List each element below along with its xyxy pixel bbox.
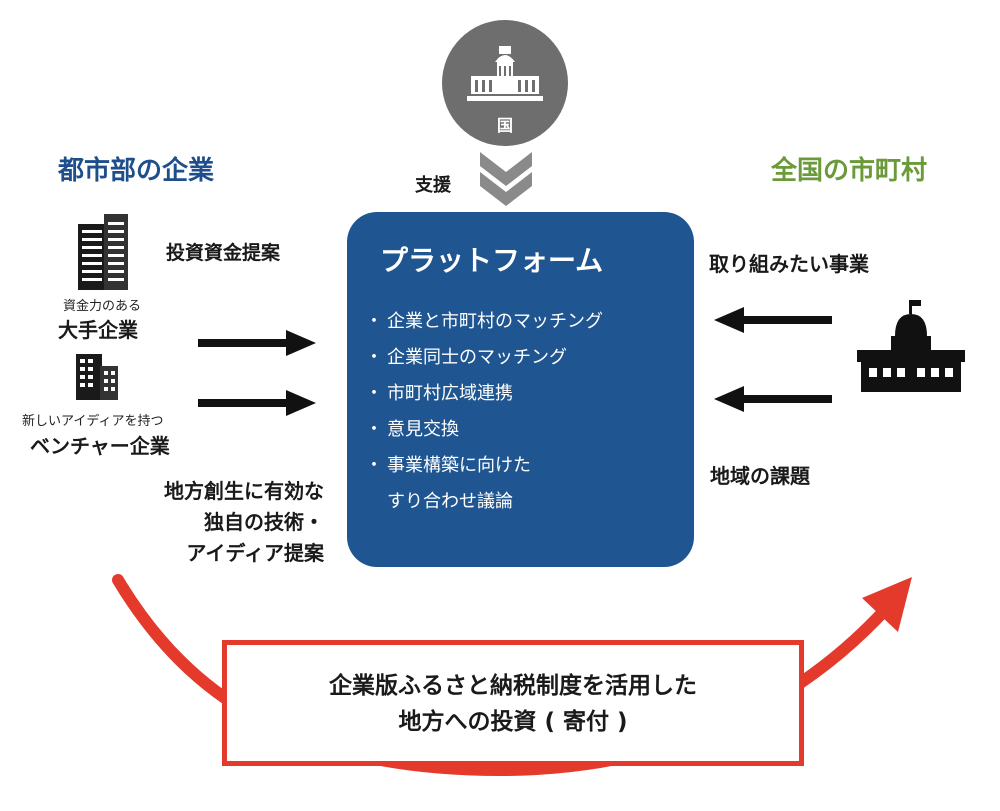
large-company-caption: 資金力のある [63, 299, 142, 314]
urban-companies-title: 都市部の企業 [58, 156, 215, 186]
platform-item-continuation: すり合わせ議論 [387, 491, 513, 512]
hometown-tax-box: 企業版ふるさと納税制度を活用した 地方への投資 ( 寄付 ) [222, 640, 804, 766]
large-company-name: 大手企業 [58, 318, 138, 342]
arrow-right-icon [198, 330, 316, 356]
platform-item: 市町村広域連携 [365, 376, 603, 412]
venture-name: ベンチャー企業 [30, 434, 170, 458]
platform-item-text: 事業構築に向けた [387, 455, 531, 476]
hometown-tax-line: 企業版ふるさと納税制度を活用した [329, 673, 697, 699]
government-badge: 国 [442, 20, 568, 146]
platform-item: 企業同士のマッチング [365, 340, 603, 376]
investment-proposal-label: 投資資金提案 [166, 242, 281, 264]
venture-caption: 新しいアイディアを持つ [22, 414, 164, 429]
platform-item: 意見交換 [365, 412, 603, 448]
city-hall-icon [857, 300, 965, 392]
arrow-right-icon [198, 390, 316, 416]
platform-item: 企業と市町村のマッチング [365, 304, 603, 340]
municipalities-title: 全国の市町村 [771, 156, 928, 186]
large-office-building-icon [78, 214, 128, 290]
support-chevron-icon [480, 152, 532, 206]
tech-line: アイディア提案 [186, 541, 324, 565]
arrow-left-icon [714, 386, 832, 412]
desired-project-label: 取り組みたい事業 [709, 252, 869, 276]
platform-title: プラットフォーム [380, 244, 604, 277]
arrow-left-icon [714, 307, 832, 333]
government-label: 国 [496, 116, 513, 135]
tech-line: 地方創生に有効な [164, 479, 324, 503]
tech-line: 独自の技術・ [204, 510, 324, 534]
platform-box: プラットフォーム 企業と市町村のマッチング 企業同士のマッチング 市町村広域連携… [347, 212, 694, 567]
hometown-tax-line: 地方への投資 ( 寄付 ) [398, 709, 628, 735]
platform-item-list: 企業と市町村のマッチング 企業同士のマッチング 市町村広域連携 意見交換 事業構… [365, 304, 603, 520]
support-label: 支援 [415, 175, 451, 196]
regional-issues-label: 地域の課題 [710, 464, 810, 488]
diet-building-icon [467, 46, 543, 101]
local-tech-proposal: 地方創生に有効な 独自の技術・ アイディア提案 [164, 476, 324, 569]
small-office-building-icon [76, 354, 118, 400]
